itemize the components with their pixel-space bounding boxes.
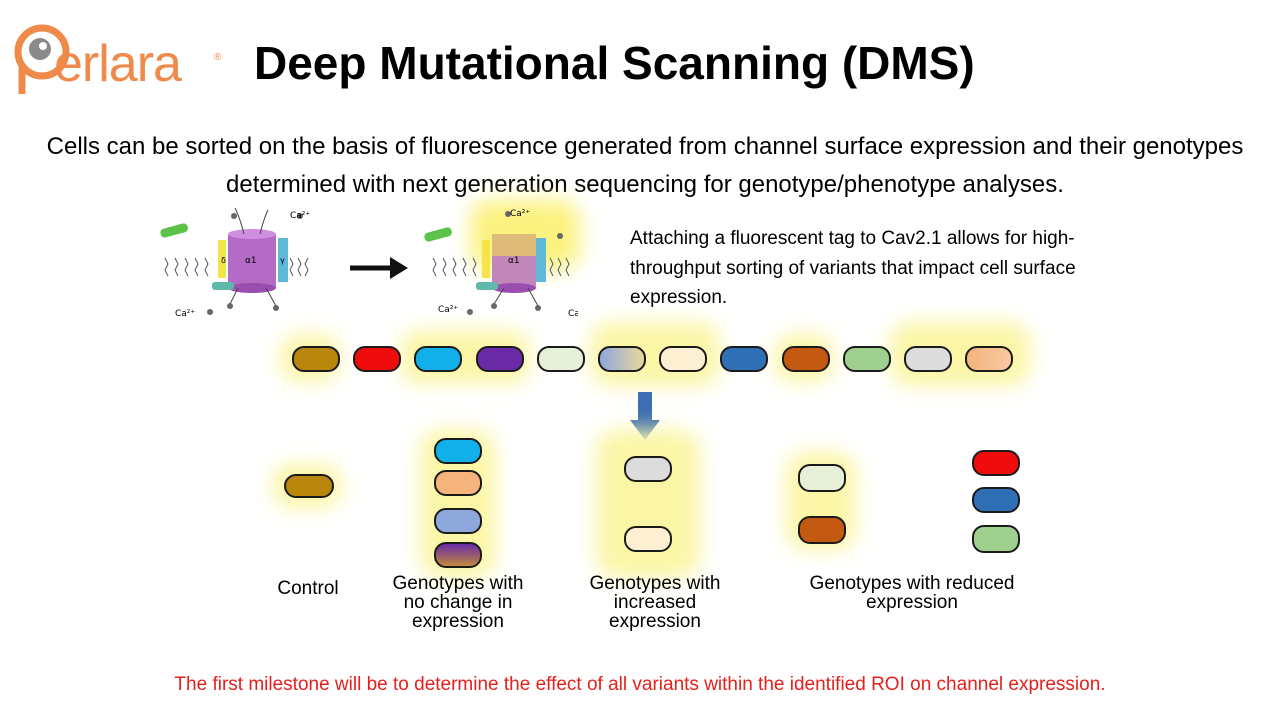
reduced-pill [972,525,1020,553]
variant-pill [781,346,830,372]
increased-pill [624,526,672,552]
control-pill [284,474,334,498]
svg-text:Ca²⁺: Ca²⁺ [510,209,530,219]
group-label-control: Control [277,578,339,599]
svg-text:Ca²⁺: Ca²⁺ [290,211,310,221]
variant-pill [414,346,463,372]
svg-text:Ca²⁺: Ca²⁺ [568,309,578,319]
svg-text:Ca²⁺: Ca²⁺ [175,309,195,319]
logo-text: erlara [54,35,182,93]
variant-pill [353,346,402,372]
reduced-pill [798,516,846,544]
group-label-reduced: Genotypes with reduced expression [809,573,1015,613]
group-label-no-change: Genotypes with no change in expression [392,573,524,632]
alpha1-label: α1 [245,256,257,266]
svg-text:Ca²⁺: Ca²⁺ [438,305,458,315]
variant-pill [475,346,524,372]
channel-diagram-tagged: α1 Ca²⁺ Ca²⁺ Ca²⁺ [424,209,578,319]
logo-p-icon [14,24,70,94]
intro-text: Cells can be sorted on the basis of fluo… [46,133,1244,198]
no-change-pill [434,508,482,534]
svg-text:α1: α1 [508,256,520,266]
arrow-right-icon [350,257,408,279]
channel-diagram-untagged: α1 δ γ Ca²⁺ Ca²⁺ [160,208,310,319]
variant-pill [536,346,585,372]
variant-pill [842,346,891,372]
variant-pill [598,346,646,372]
variant-pill [720,346,769,372]
page-title: Deep Mutational Scanning (DMS) [254,37,975,89]
no-change-pill [434,438,482,464]
fluorescent-tag-note: Attaching a fluorescent tag to Cav2.1 al… [630,228,1076,308]
logo-registered-mark: ® [214,52,222,63]
group-glow [596,430,700,578]
reduced-pill [972,487,1020,513]
svg-text:δ: δ [221,256,226,265]
group-label-increased: Genotypes with increased expression [589,573,721,632]
no-change-pill [434,470,482,496]
reduced-pill [972,450,1020,476]
reduced-pill [798,464,846,492]
variant-pill [904,346,952,372]
increased-pill [624,456,672,482]
variant-pill [965,346,1014,372]
perlara-logo: erlara ® [8,20,228,98]
svg-text:γ: γ [280,256,285,265]
no-change-pill [434,542,482,568]
variant-pill [659,346,708,372]
variant-pill [292,346,340,372]
milestone-footer: The first milestone will be to determine… [174,674,1106,695]
